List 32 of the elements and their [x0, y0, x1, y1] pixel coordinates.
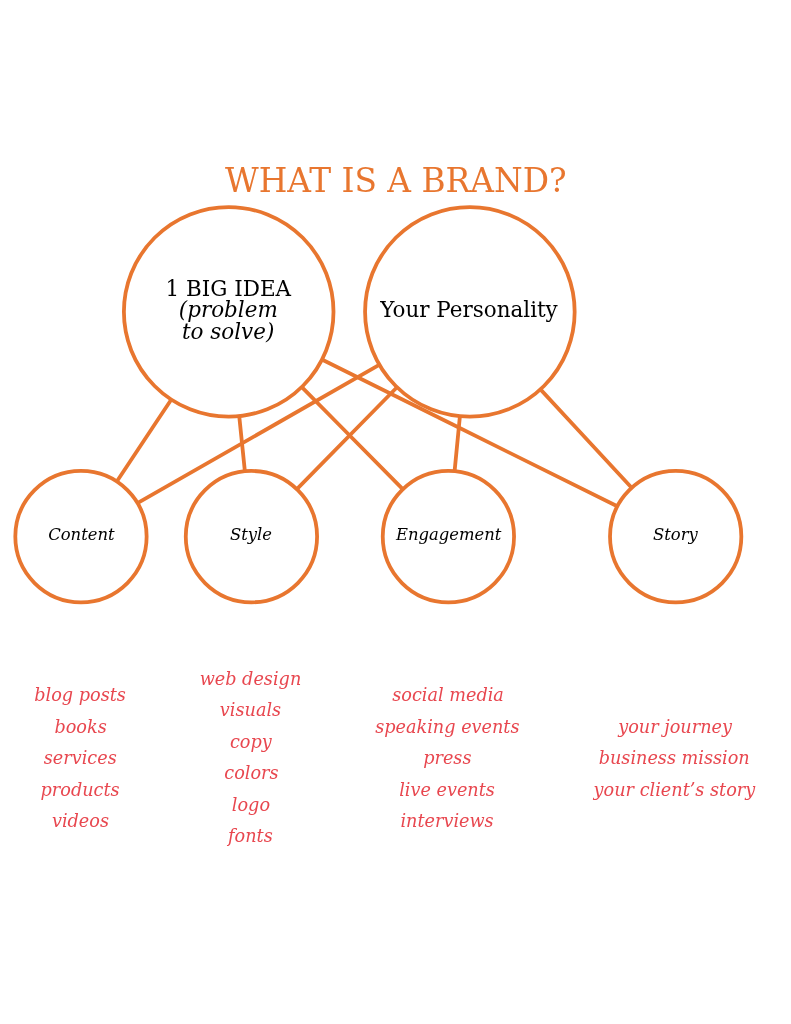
node-label: your client’s story — [593, 779, 755, 800]
node-circle: Your Personality — [362, 205, 577, 419]
node-label: live events — [398, 779, 495, 800]
node-label: web design — [199, 668, 301, 689]
node-circle: 1 BIG IDEA (problem to solve) — [121, 205, 335, 419]
node-label: business mission — [598, 748, 750, 769]
node-label: speaking events — [374, 716, 520, 737]
node-circle: Story — [607, 469, 743, 605]
node-label: press — [422, 748, 471, 769]
node-label: products — [40, 779, 120, 800]
node-label: your journey — [617, 716, 732, 737]
node-label: books — [53, 716, 107, 737]
connector — [135, 363, 380, 505]
node-label: logo — [231, 794, 270, 815]
node-label: colors — [223, 763, 279, 784]
connector — [236, 416, 247, 472]
node-label: services — [43, 748, 117, 769]
node-label: fonts — [227, 826, 273, 847]
node-circle: Engagement — [380, 469, 516, 605]
node-label: blog posts — [33, 685, 126, 706]
connector — [114, 398, 173, 483]
node-label: copy — [229, 731, 272, 752]
node-label: visuals — [219, 700, 281, 721]
node-label: videos — [51, 811, 109, 832]
diagram-title: WHAT IS A BRAND? — [224, 161, 567, 200]
connector — [538, 388, 633, 489]
node-circle: Style — [183, 469, 319, 605]
node-label: social media — [391, 685, 504, 706]
node-label: interviews — [399, 811, 494, 832]
connector — [452, 416, 462, 472]
node-circle: Content — [12, 469, 149, 605]
connector — [321, 358, 618, 508]
